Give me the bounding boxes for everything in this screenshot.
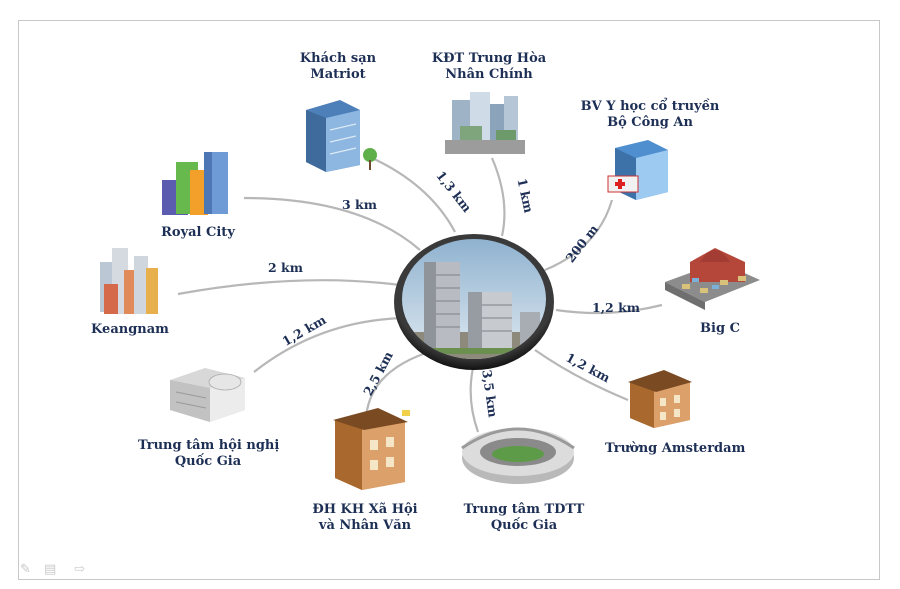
distance-keangnam: 2 km [268,260,303,275]
stadium-icon [461,427,575,484]
hospital-icon [607,140,668,200]
center-building-photo [394,234,554,370]
distance-royal-city: 3 km [342,197,377,212]
connector-bv-y-hoc [544,199,614,272]
menu-icon[interactable]: ▤ [44,562,57,577]
connector-keangnam [177,279,401,296]
connector-dh-kh [364,348,436,421]
market-icon [665,248,760,310]
skyscrapers-icon [162,152,228,215]
school-building-icon [628,370,692,428]
label-amsterdam: Trường Amsterdam [605,441,746,456]
connector-matriot [371,157,456,233]
university-icon [333,408,410,490]
convention-center-icon [170,368,245,422]
connector-lines [177,157,663,433]
connector-trung-hoa [490,157,506,237]
pencil-icon[interactable]: ✎ [20,562,31,577]
label-keangnam: Keangnam [91,322,169,337]
connector-amsterdam [534,349,629,402]
office-building-icon [306,100,377,172]
connector-big-c [555,303,663,315]
connector-royal-city [243,196,421,251]
tower-cluster-icon [445,92,525,154]
connector-tdtt [469,359,480,433]
city-towers-icon [100,248,158,314]
label-big-c: Big C [700,321,740,336]
arrow-right-icon[interactable]: ⇨ [74,562,85,577]
distance-big-c: 1,2 km [592,300,640,315]
connector-hoi-nghi [253,316,406,373]
label-royal-city: Royal City [161,225,235,240]
